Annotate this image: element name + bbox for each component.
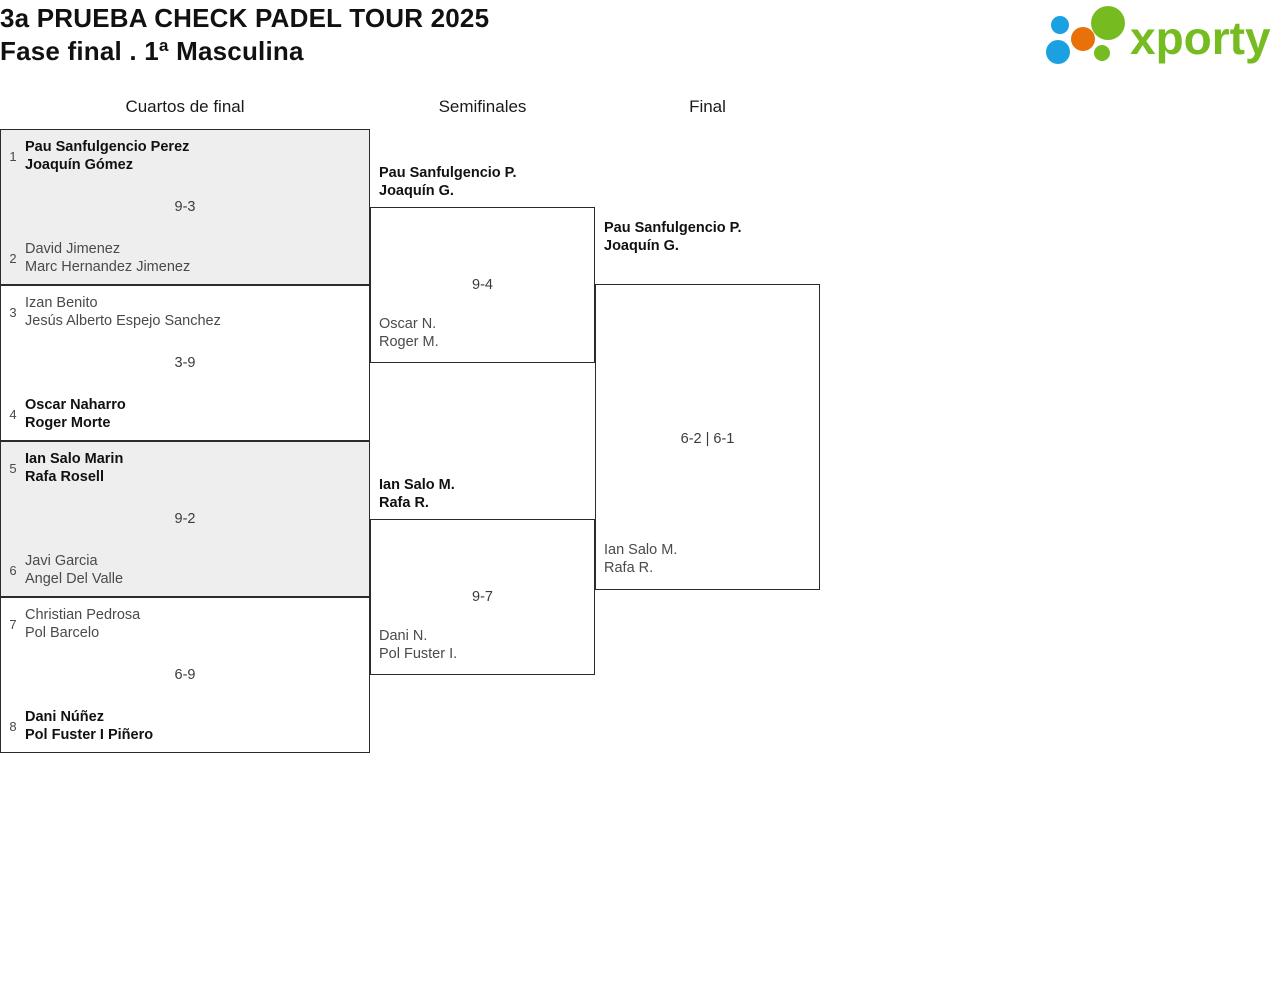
match-team-top[interactable]: Pau Sanfulgencio P. Joaquín G. — [596, 219, 819, 255]
seed-number: 7 — [9, 616, 17, 632]
player-name: Pol Fuster I Piñero — [25, 727, 154, 743]
player-name: Pau Sanfulgencio P. — [604, 220, 742, 236]
player-name: Christian Pedrosa — [25, 607, 141, 623]
match-quarterfinal-2[interactable]: 3 Izan Benito Jesús Alberto Espejo Sanch… — [0, 285, 370, 441]
player-name: Angel Del Valle — [25, 571, 124, 587]
player-name: Rafa Rosell — [25, 469, 104, 485]
match-team-bottom[interactable]: 2 David Jimenez Marc Hernandez Jimenez — [1, 240, 369, 276]
seed-number: 3 — [9, 304, 17, 320]
player-name: Pau Sanfulgencio P. — [379, 165, 517, 181]
tournament-bracket: Cuartos de final Semifinales Final 1 Pau… — [0, 90, 1280, 770]
match-score: 6-2 | 6-1 — [680, 431, 735, 447]
match-score: 9-4 — [472, 277, 493, 293]
match-quarterfinal-1[interactable]: 1 Pau Sanfulgencio Perez Joaquín Gómez 9… — [0, 129, 370, 285]
team-players: Pau Sanfulgencio Perez Joaquín Gómez — [25, 138, 369, 174]
match-team-top[interactable]: 3 Izan Benito Jesús Alberto Espejo Sanch… — [1, 294, 369, 330]
player-name: Pau Sanfulgencio Perez — [25, 139, 190, 155]
tournament-name: 3a PRUEBA CHECK PADEL TOUR 2025 — [0, 3, 490, 33]
logo-dot-blue-large — [1046, 40, 1070, 64]
player-name: Joaquín G. — [379, 183, 454, 199]
logo-dot-blue-small — [1051, 16, 1069, 34]
match-score: 9-2 — [174, 511, 196, 527]
team-players: Oscar Naharro Roger Morte — [25, 396, 369, 432]
player-name: Roger M. — [379, 334, 439, 350]
team-players: Ian Salo Marin Rafa Rosell — [25, 450, 369, 486]
match-team-top[interactable]: Pau Sanfulgencio P. Joaquín G. — [371, 164, 594, 200]
player-name: Joaquín Gómez — [25, 157, 133, 173]
seed-number: 6 — [9, 562, 17, 578]
match-team-top[interactable]: 5 Ian Salo Marin Rafa Rosell — [1, 450, 369, 486]
seed-number: 5 — [9, 460, 17, 476]
team-players: Javi Garcia Angel Del Valle — [25, 552, 369, 588]
round-header-semifinals: Semifinales — [438, 97, 527, 116]
match-team-bottom[interactable]: 4 Oscar Naharro Roger Morte — [1, 396, 369, 432]
team-players: Ian Salo M. Rafa R. — [604, 541, 819, 577]
player-name: Oscar Naharro — [25, 397, 126, 413]
player-name: Dani Núñez — [25, 709, 104, 725]
match-quarterfinal-3[interactable]: 5 Ian Salo Marin Rafa Rosell 9-2 6 Javi … — [0, 441, 370, 597]
match-final[interactable]: Pau Sanfulgencio P. Joaquín G. 6-2 | 6-1… — [595, 220, 820, 590]
player-name: Izan Benito — [25, 295, 98, 311]
player-name: Ian Salo M. — [604, 542, 678, 558]
match-score: 6-9 — [174, 667, 196, 683]
player-name: Joaquín G. — [604, 238, 679, 254]
match-team-bottom[interactable]: 8 Dani Núñez Pol Fuster I Piñero — [1, 708, 369, 744]
match-score: 9-3 — [174, 199, 196, 215]
match-team-bottom[interactable]: 6 Javi Garcia Angel Del Valle — [1, 552, 369, 588]
player-name: Oscar N. — [379, 316, 437, 332]
match-team-top[interactable]: 7 Christian Pedrosa Pol Barcelo — [1, 606, 369, 642]
seed-number: 8 — [9, 718, 17, 734]
player-name: Dani N. — [379, 628, 428, 644]
team-players: David Jimenez Marc Hernandez Jimenez — [25, 240, 369, 276]
match-score: 3-9 — [174, 355, 196, 371]
team-players: Ian Salo M. Rafa R. — [379, 476, 594, 512]
logo-dot-green-small — [1094, 45, 1110, 61]
team-players: Oscar N. Roger M. — [379, 315, 594, 351]
page-title: 3a PRUEBA CHECK PADEL TOUR 2025 Fase fin… — [0, 2, 489, 68]
player-name: David Jimenez — [25, 241, 121, 257]
match-team-bottom[interactable]: Dani N. Pol Fuster I. — [371, 627, 594, 663]
match-team-bottom[interactable]: Oscar N. Roger M. — [371, 315, 594, 351]
match-team-top[interactable]: Ian Salo M. Rafa R. — [371, 476, 594, 512]
player-name: Rafa R. — [379, 495, 429, 511]
xporty-logo[interactable]: xporty — [1038, 6, 1274, 68]
player-name: Jesús Alberto Espejo Sanchez — [25, 313, 221, 329]
team-players: Christian Pedrosa Pol Barcelo — [25, 606, 369, 642]
match-team-top[interactable]: 1 Pau Sanfulgencio Perez Joaquín Gómez — [1, 138, 369, 174]
player-name: Marc Hernandez Jimenez — [25, 259, 191, 275]
round-header-quarterfinals: Cuartos de final — [125, 97, 245, 116]
logo-dot-green-large — [1091, 6, 1125, 40]
player-name: Roger Morte — [25, 415, 111, 431]
match-team-bottom[interactable]: Ian Salo M. Rafa R. — [596, 541, 819, 577]
team-players: Pau Sanfulgencio P. Joaquín G. — [379, 164, 594, 200]
player-name: Pol Fuster I. — [379, 646, 458, 662]
team-players: Dani N. Pol Fuster I. — [379, 627, 594, 663]
player-name: Ian Salo M. — [379, 477, 455, 493]
seed-number: 2 — [9, 250, 17, 266]
page-header: 3a PRUEBA CHECK PADEL TOUR 2025 Fase fin… — [0, 0, 1280, 90]
match-quarterfinal-4[interactable]: 7 Christian Pedrosa Pol Barcelo 6-9 8 Da… — [0, 597, 370, 753]
match-semifinal-1[interactable]: Pau Sanfulgencio P. Joaquín G. 9-4 Oscar… — [370, 165, 595, 363]
logo-dot-orange — [1071, 27, 1095, 51]
player-name: Rafa R. — [604, 560, 654, 576]
seed-number: 4 — [9, 406, 17, 422]
team-players: Pau Sanfulgencio P. Joaquín G. — [604, 219, 819, 255]
logo-wordmark: xporty — [1130, 12, 1271, 64]
player-name: Javi Garcia — [25, 553, 98, 569]
tournament-phase: Fase final . 1ª Masculina — [0, 36, 304, 66]
round-header-final: Final — [689, 97, 726, 116]
player-name: Ian Salo Marin — [25, 451, 124, 467]
player-name: Pol Barcelo — [25, 625, 100, 641]
team-players: Dani Núñez Pol Fuster I Piñero — [25, 708, 369, 744]
match-score: 9-7 — [472, 589, 493, 605]
match-semifinal-2[interactable]: Ian Salo M. Rafa R. 9-7 Dani N. Pol Fust… — [370, 477, 595, 675]
team-players: Izan Benito Jesús Alberto Espejo Sanchez — [25, 294, 369, 330]
seed-number: 1 — [9, 148, 17, 164]
